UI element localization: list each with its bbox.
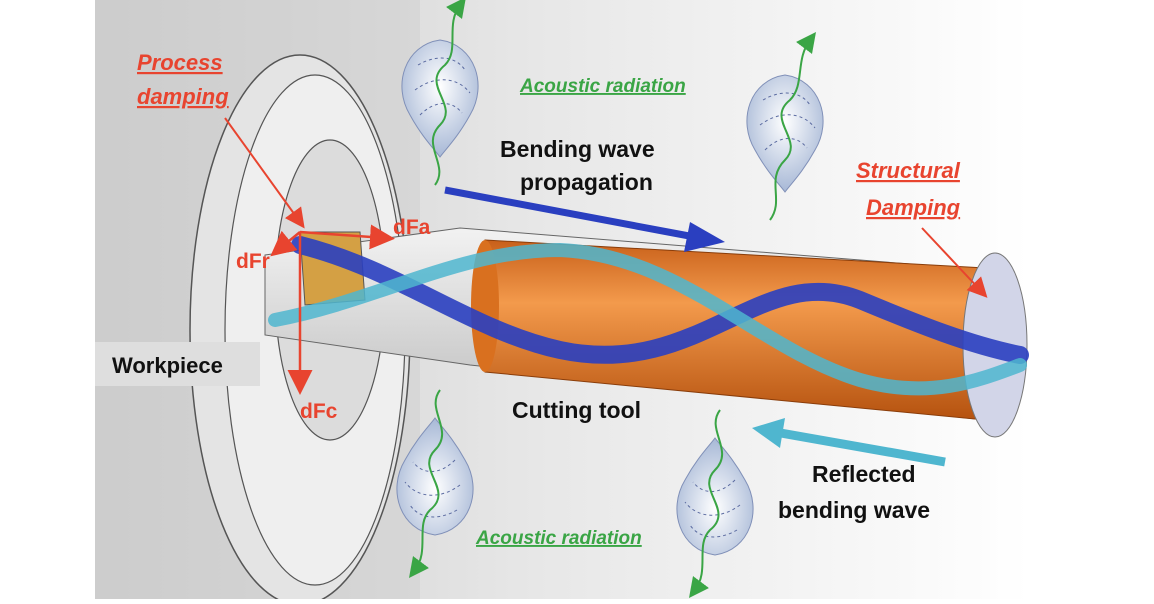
force-arrows: [270, 224, 395, 395]
reflected-wave-arrow-icon: [752, 418, 946, 467]
structural-damping-leader: [921, 227, 988, 298]
acoustic-lobe-icon: [676, 409, 754, 599]
dfc-label: dFc: [300, 400, 338, 423]
bending-wave-blue: [291, 236, 1029, 364]
acoustic-lobe-icon: [396, 389, 474, 579]
dfa-label: dFa: [393, 216, 431, 239]
structural-damping-label: Structural: [856, 158, 961, 183]
structural-damping-label-line2: Damping: [866, 195, 961, 220]
cutting-tool-label: Cutting tool: [512, 397, 641, 423]
acoustic-lobe-icon: [401, 0, 479, 186]
acoustic-radiation-bottom-label: Acoustic radiation: [475, 528, 642, 549]
acoustic-lobe-icon: [746, 31, 824, 221]
workpiece-label-box: [95, 342, 260, 386]
bending-wave-label: Bending wave: [500, 136, 655, 162]
process-damping-label-line2: damping: [137, 84, 229, 109]
reflected-wave-cyan: [268, 242, 1027, 396]
reflected-wave-label: Reflected: [812, 461, 916, 487]
cutting-tool-end: [471, 240, 499, 372]
workpiece-label: Workpiece: [112, 353, 223, 378]
dfr-label: dFr: [236, 250, 270, 273]
bending-wave-label-line2: propagation: [520, 169, 653, 195]
process-damping-label: Process: [137, 50, 223, 75]
process-damping-leader: [224, 117, 305, 229]
reflected-wave-label-line2: bending wave: [778, 497, 930, 523]
bending-wave-arrow-icon: [444, 186, 725, 252]
acoustic-radiation-top-label: Acoustic radiation: [519, 76, 686, 97]
